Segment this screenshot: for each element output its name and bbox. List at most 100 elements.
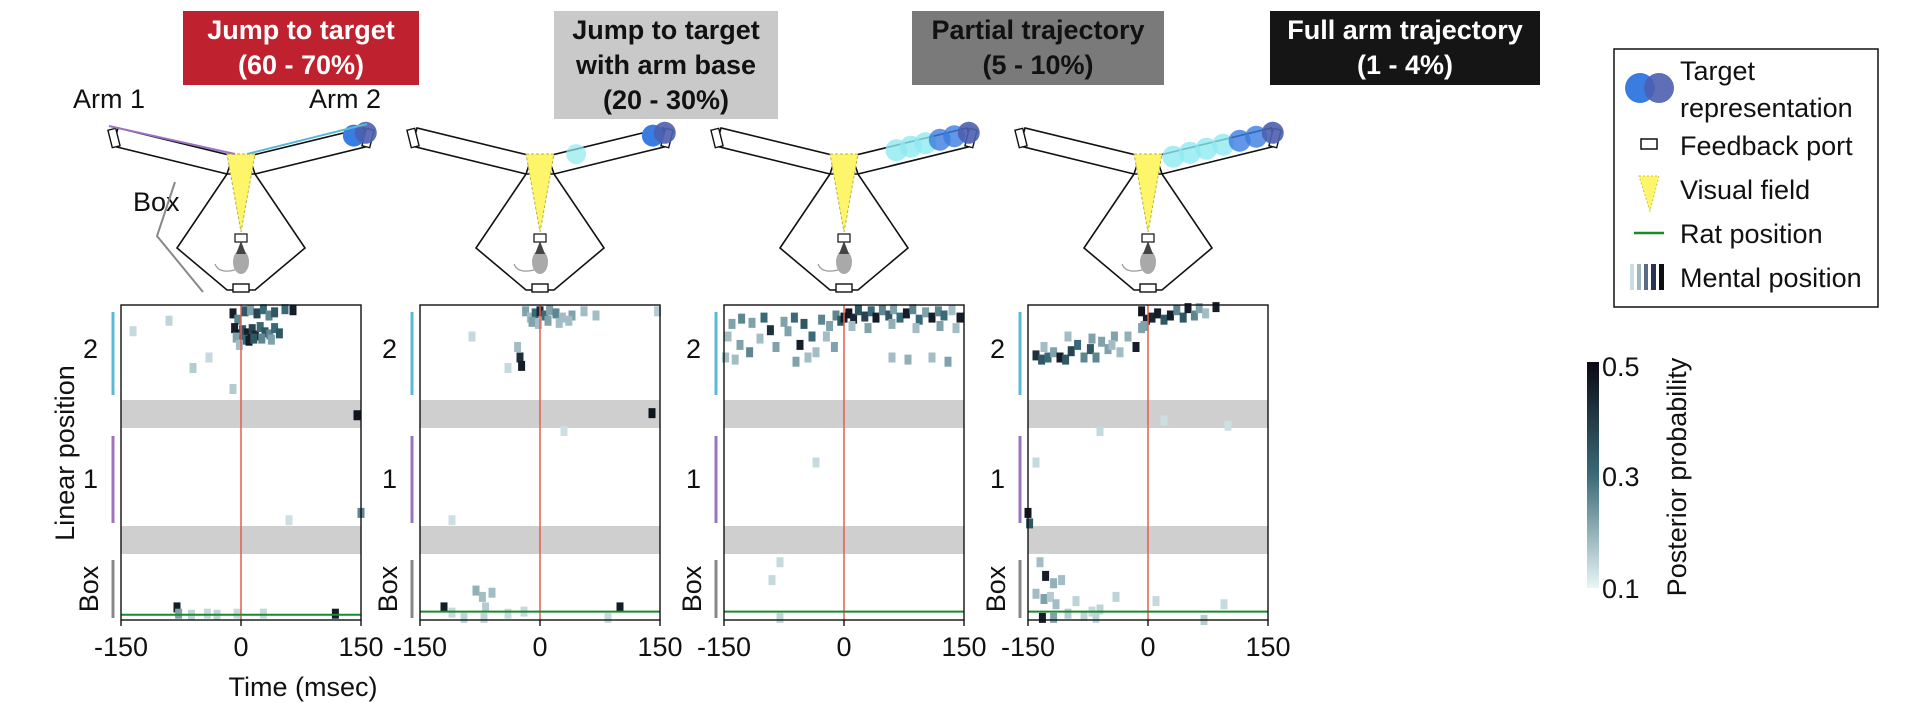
posterior-pixel	[552, 308, 560, 319]
rat-tail-icon	[1121, 263, 1143, 272]
posterior-pixel	[1080, 610, 1088, 621]
x-tick-label: 150	[1245, 632, 1290, 662]
posterior-pixel	[604, 612, 612, 623]
posterior-pixel	[654, 306, 662, 317]
arm-1	[112, 127, 235, 175]
rat-body-icon	[836, 250, 852, 274]
posterior-pixel	[271, 307, 279, 318]
posterior-pixel	[850, 313, 858, 324]
track-label-arm-2: 2	[686, 334, 701, 364]
x-tick-label: 0	[836, 632, 851, 662]
posterior-pixel	[1098, 336, 1106, 347]
legend: Target representation Feedback port Visu…	[1613, 48, 1879, 308]
posterior-pixel	[944, 356, 952, 367]
posterior-pixel	[1224, 420, 1232, 431]
track-label-box: Box	[981, 565, 1011, 612]
posterior-pixel	[488, 587, 496, 598]
posterior-pixel	[1050, 612, 1058, 623]
posterior-pixel	[229, 384, 237, 394]
posterior-pixel	[1040, 594, 1048, 604]
panel-title-line: Jump to target	[572, 15, 760, 45]
visual-field-icon	[1133, 153, 1163, 233]
box-guide-line	[155, 181, 204, 293]
posterior-pixel	[1154, 308, 1162, 319]
posterior-pixel	[616, 602, 624, 613]
posterior-pixel	[826, 321, 834, 331]
rat-head-icon	[1143, 241, 1153, 254]
track-label-box: Box	[373, 565, 403, 612]
posterior-pixel	[558, 312, 566, 323]
x-tick-label: -150	[94, 632, 148, 662]
posterior-pixel	[261, 327, 269, 338]
posterior-pixel	[872, 312, 880, 323]
panel-title-line: (1 - 4%)	[1357, 50, 1453, 80]
colorbar-label: Posterior probability	[1662, 357, 1692, 596]
posterior-pixel	[952, 323, 960, 334]
x-tick-label: -150	[697, 632, 751, 662]
legend-label-target-2: representation	[1680, 93, 1853, 123]
posterior-pixel	[248, 324, 256, 335]
posterior-pixel	[285, 515, 293, 526]
mental-position-trail-icon	[1228, 129, 1251, 152]
rat-body-icon	[233, 250, 249, 274]
posterior-pixel	[904, 354, 912, 365]
posterior-pixel	[746, 347, 754, 358]
posterior-pixel	[756, 333, 764, 344]
target-representation-icon	[1625, 73, 1674, 103]
posterior-pixel	[281, 304, 289, 315]
posterior-pixel	[878, 305, 886, 316]
posterior-pixel	[259, 304, 267, 315]
posterior-pixel	[1074, 339, 1082, 350]
posterior-pixel	[768, 575, 776, 586]
posterior-pixel	[1166, 310, 1174, 321]
panel-title-line: (5 - 10%)	[982, 50, 1093, 80]
x-axis-label: Time (msec)	[229, 672, 378, 702]
posterior-pixel	[915, 314, 923, 325]
posterior-pixel	[1108, 339, 1116, 350]
posterior-pixel	[504, 608, 512, 619]
posterior-pixel	[528, 316, 536, 327]
colorbar-tick-high: 0.5	[1602, 352, 1640, 382]
rat-body-icon	[1140, 250, 1156, 274]
posterior-pixel	[271, 323, 279, 334]
posterior-pixel	[1152, 596, 1160, 607]
posterior-pixel	[448, 515, 456, 526]
posterior-pixel	[790, 312, 798, 323]
posterior-pixel	[956, 312, 964, 323]
feedback-port-arm-1	[710, 127, 724, 149]
panel-title-line: (60 - 70%)	[238, 50, 364, 80]
arm-1-guide-line	[108, 125, 236, 155]
posterior-pixel	[247, 305, 255, 316]
rat-tail-icon	[513, 263, 535, 272]
posterior-pixel	[568, 310, 576, 321]
posterior-pixel	[275, 328, 283, 339]
track-label-arm-2: 2	[382, 334, 397, 364]
posterior-pixel	[1140, 321, 1148, 331]
mental-position-trail-icon	[1212, 133, 1235, 156]
panel-title-box	[912, 11, 1164, 85]
mental-position-trail-icon	[1162, 145, 1185, 168]
posterior-pixel	[1038, 612, 1046, 623]
posterior-pixel	[648, 408, 656, 419]
posterior-pixel	[922, 307, 930, 318]
x-tick-label: 0	[532, 632, 547, 662]
posterior-pixel	[1179, 312, 1187, 323]
posterior-pixel	[234, 314, 242, 325]
feedback-port-box	[1139, 283, 1157, 293]
panel-title-box	[554, 11, 778, 119]
posterior-pixel	[736, 339, 744, 350]
maze-diagram	[710, 121, 980, 293]
posterior-pixel	[812, 347, 820, 358]
posterior-pixel	[1046, 591, 1054, 602]
posterior-pixel	[1044, 352, 1052, 363]
posterior-pixel	[896, 312, 904, 323]
posterior-pixel	[331, 608, 339, 619]
target-representation-icon	[653, 121, 676, 144]
posterior-pixel	[1116, 347, 1124, 358]
posterior-pixel	[245, 335, 253, 346]
posterior-pixel	[1067, 346, 1075, 357]
